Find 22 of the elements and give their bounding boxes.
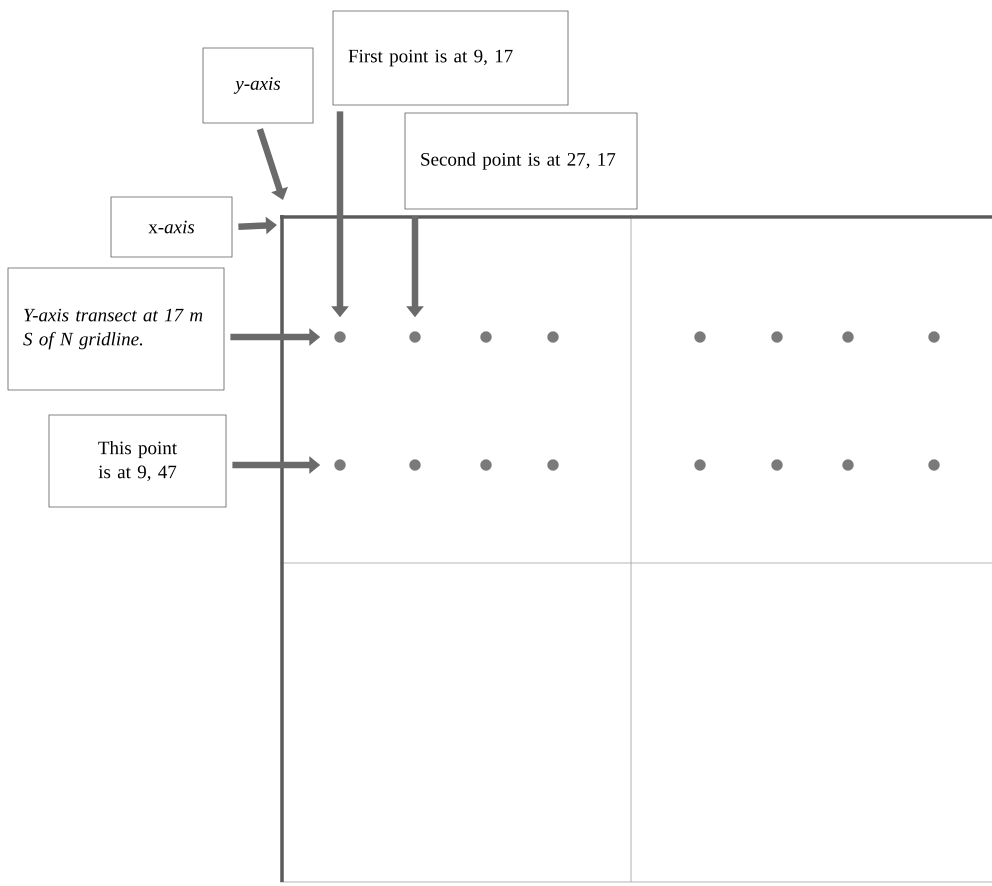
point-dot xyxy=(409,331,421,343)
point-dot xyxy=(334,331,346,343)
label-box: x-axis xyxy=(110,196,232,258)
point-dot xyxy=(547,331,559,343)
point-dot xyxy=(694,331,706,343)
label-box: This point is at 9, 47 xyxy=(48,414,226,508)
label-box: y-axis xyxy=(202,48,314,124)
point-dot xyxy=(334,459,346,471)
point-dot xyxy=(694,459,706,471)
point-dot xyxy=(928,331,940,343)
point-dot xyxy=(547,459,559,471)
point-dot xyxy=(842,331,854,343)
label-box: Y-axis transect at 17 m S of N gridline. xyxy=(8,268,224,390)
label-box: First point is at 9, 17 xyxy=(332,10,568,106)
point-dot xyxy=(480,459,492,471)
point-dot xyxy=(928,459,940,471)
point-dot xyxy=(409,459,421,471)
point-dot xyxy=(771,331,783,343)
label-box: Second point is at 27, 17 xyxy=(404,112,638,210)
point-dot xyxy=(842,459,854,471)
point-dot xyxy=(771,459,783,471)
point-dot xyxy=(480,331,492,343)
